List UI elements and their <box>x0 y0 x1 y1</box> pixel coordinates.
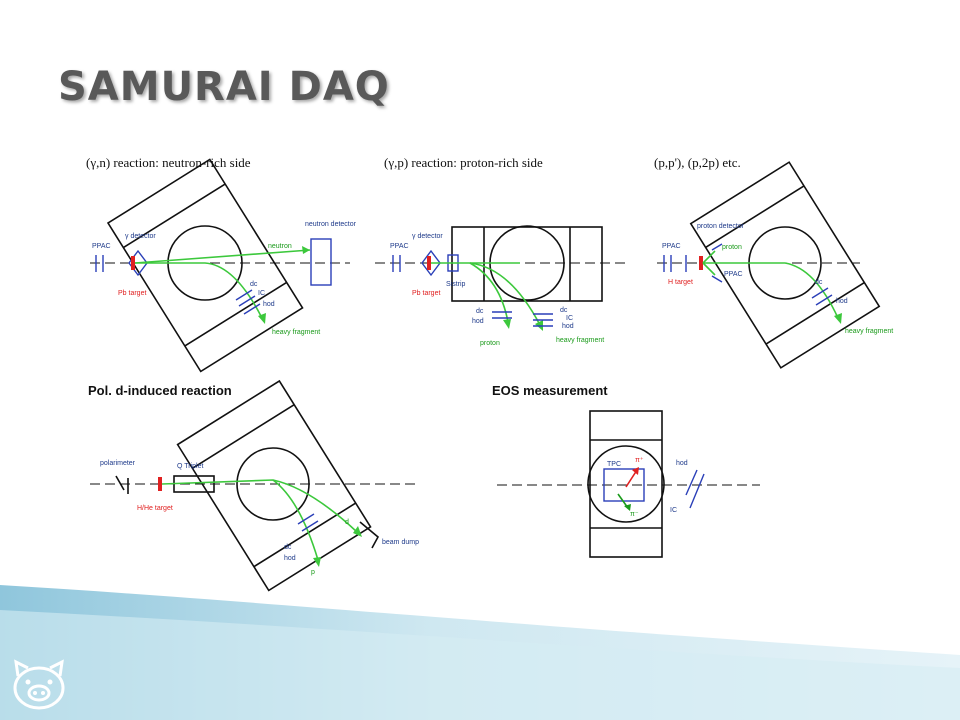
fragment-track <box>703 262 839 319</box>
magnet-pole <box>236 447 310 521</box>
panel-eos: EOS measurement TPC π⁺ π⁻ hod IC <box>492 383 760 558</box>
proton-track <box>469 262 509 323</box>
fragment-track <box>469 262 541 326</box>
label-dc: dc <box>250 281 258 288</box>
label-proton: proton <box>722 244 742 251</box>
label-q-triplet: Q Triplet <box>177 463 204 470</box>
label-ic: IC <box>670 507 677 514</box>
label-neutron-detector: neutron detector <box>305 221 357 228</box>
label-hod: hod <box>263 301 275 308</box>
deuteron-track <box>161 479 358 533</box>
panel-heading: (γ,n) reaction: neutron-rich side <box>86 155 251 170</box>
panel-heading: EOS measurement <box>492 383 608 398</box>
dipole-magnet <box>176 379 372 592</box>
label-dc: dc <box>284 544 292 551</box>
tpc-box <box>603 468 645 502</box>
dipole-magnet <box>451 226 603 302</box>
dipole-magnet <box>589 410 663 558</box>
label-dc-left: dc <box>476 308 484 315</box>
label-ppac: PPAC <box>92 243 111 250</box>
label-gamma-detector: γ detector <box>412 233 443 240</box>
panel-p-p: (p,p'), (p,2p) etc. PPAC proton detector… <box>654 155 893 369</box>
panel-heading: Pol. d-induced reaction <box>88 383 232 398</box>
label-pi-minus: π⁻ <box>630 511 639 518</box>
label-hod: hod <box>676 460 688 467</box>
label-proton-detector: proton detector <box>697 223 745 230</box>
slide-title: SAMURAI DAQ <box>58 64 390 110</box>
pig-face-icon <box>13 659 65 710</box>
label-dc: dc <box>815 279 823 286</box>
target <box>158 477 162 491</box>
label-heavy-fragment: heavy fragment <box>556 337 604 344</box>
label-proton: proton <box>480 340 500 347</box>
panel-heading: (γ,p) reaction: proton-rich side <box>384 155 543 170</box>
pb-target <box>131 256 135 270</box>
label-d: d <box>345 519 349 526</box>
pb-target <box>427 256 431 270</box>
panel-heading: (p,p'), (p,2p) etc. <box>654 155 741 170</box>
label-neutron: neutron <box>268 243 292 250</box>
label-sistrip: Sistrip <box>446 281 466 288</box>
label-pb-target: Pb target <box>412 290 440 297</box>
neutron-detector <box>310 238 332 286</box>
label-heavy-fragment: heavy fragment <box>845 328 893 335</box>
label-ppac: PPAC <box>662 243 681 250</box>
label-ic: IC <box>258 290 265 297</box>
neutron-track <box>134 249 311 264</box>
label-tpc: TPC <box>607 461 621 468</box>
proton-track <box>272 479 319 561</box>
label-polarimeter: polarimeter <box>100 460 136 467</box>
label-beam-dump: beam dump <box>382 539 419 546</box>
label-p: p <box>311 569 315 576</box>
magnet-pole <box>587 445 665 523</box>
label-h-target: H target <box>668 279 693 286</box>
label-target: H/He target <box>137 505 173 512</box>
label-ppac: PPAC <box>390 243 409 250</box>
h-target <box>699 256 703 270</box>
label-pi-plus: π⁺ <box>635 457 644 464</box>
panel-gamma-n: (γ,n) reaction: neutron-rich side PPAC γ… <box>86 155 357 373</box>
dipole-magnet <box>106 158 304 373</box>
label-dc-right: dc <box>560 307 568 314</box>
label-gamma-detector: γ detector <box>125 233 156 240</box>
label-hod: hod <box>836 298 848 305</box>
panel-gamma-p: (γ,p) reaction: proton-rich side PPAC γ … <box>375 155 630 347</box>
label-hod-right: hod <box>562 323 574 330</box>
label-ic: IC <box>566 315 573 322</box>
label-ppac2: PPAC <box>724 271 743 278</box>
panel-pol-d: Pol. d-induced reaction polarimeter Q Tr… <box>88 379 419 592</box>
label-pb-target: Pb target <box>118 290 146 297</box>
label-heavy-fragment: heavy fragment <box>272 329 320 336</box>
label-hod: hod <box>284 555 296 562</box>
label-hod-left: hod <box>472 318 484 325</box>
dipole-magnet <box>689 161 881 369</box>
